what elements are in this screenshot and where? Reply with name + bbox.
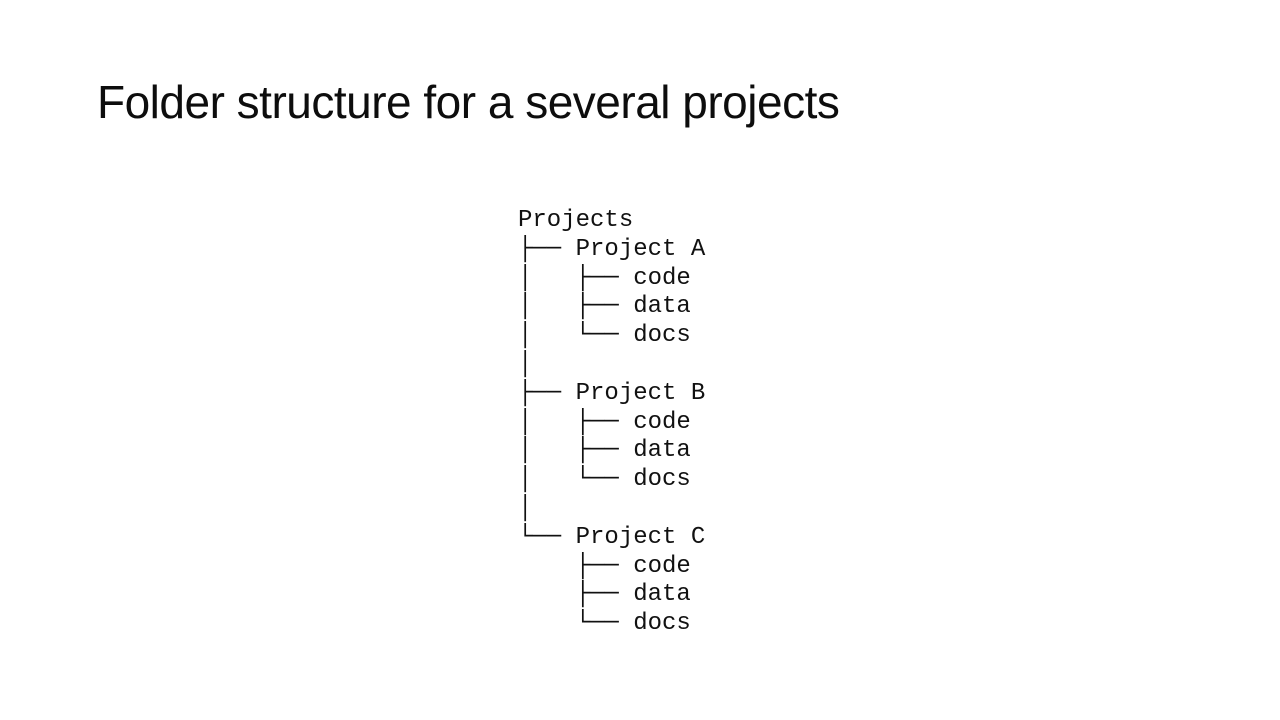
folder-tree-ascii: Projects ├── Project A │ ├── code │ ├── …	[518, 207, 706, 638]
slide-title: Folder structure for a several projects	[97, 76, 840, 128]
